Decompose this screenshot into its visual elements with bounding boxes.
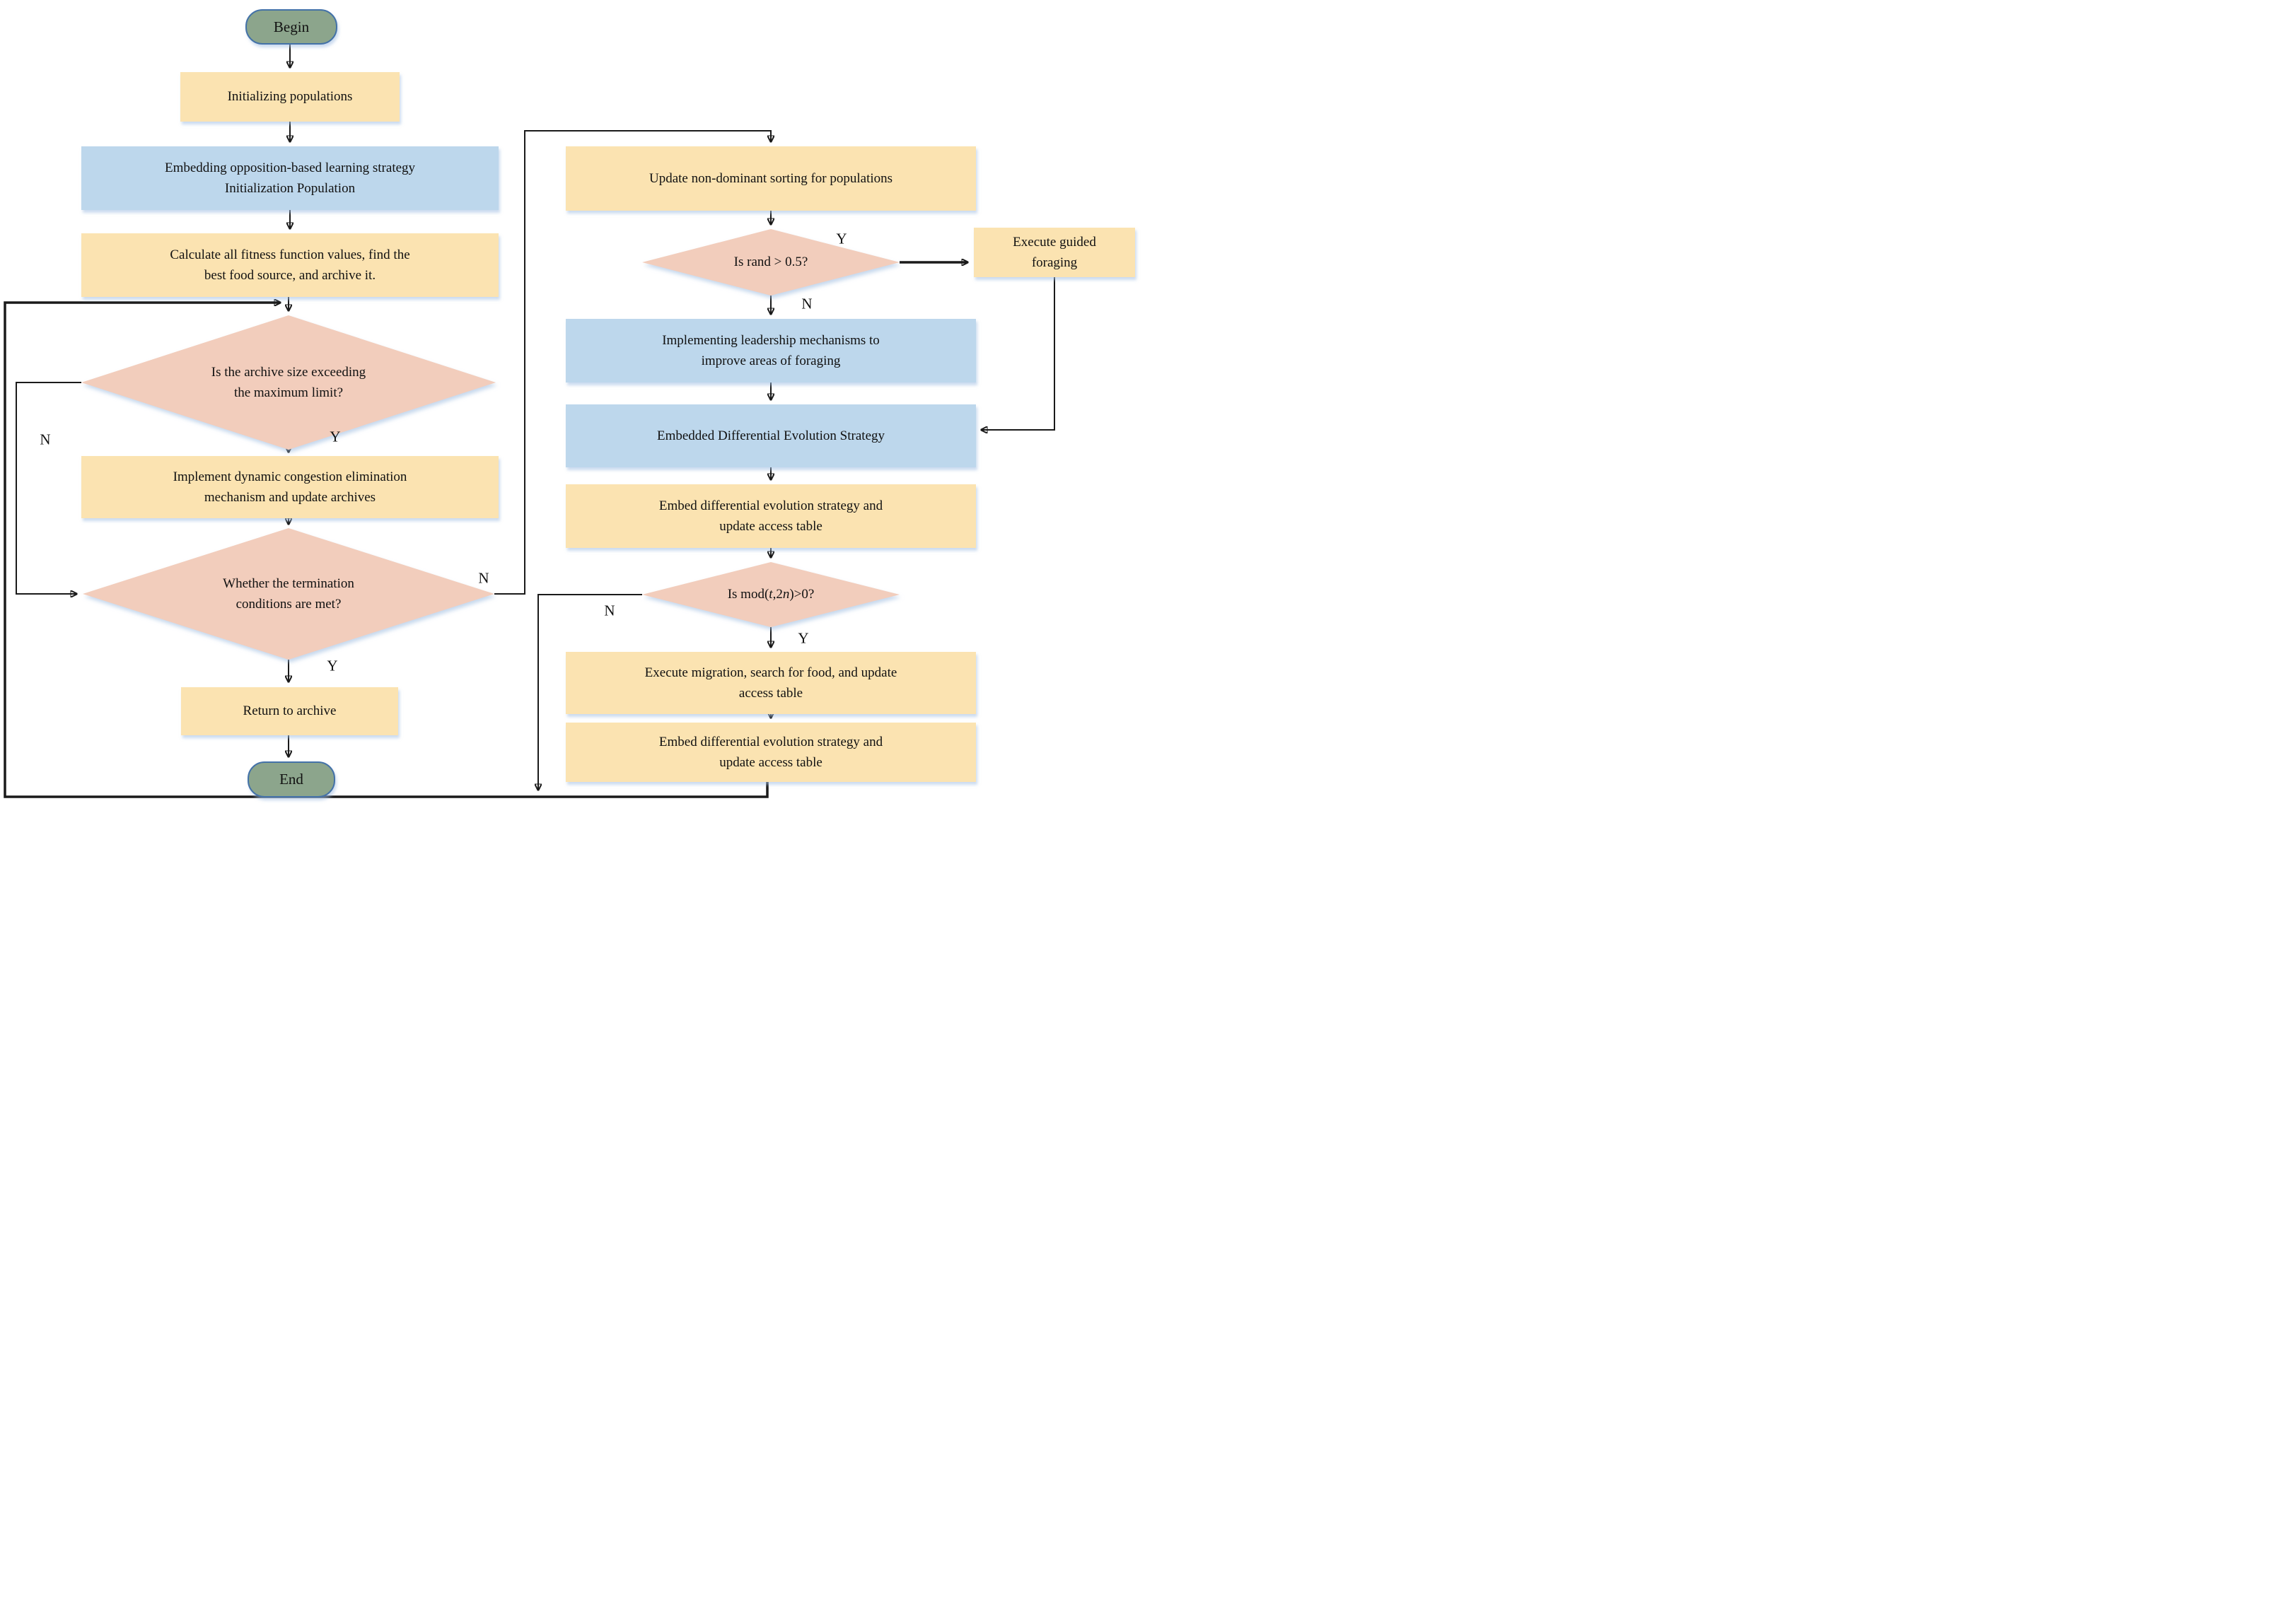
opposition-learning-step: Embedding opposition-based learning stra… xyxy=(81,146,499,210)
end-terminal: End xyxy=(248,761,335,798)
embed-de-update-step-1: Embed differential evolution strategy an… xyxy=(566,484,976,548)
edge-mod-no xyxy=(538,594,642,790)
init-populations-step: Initializing populations xyxy=(180,72,400,122)
edge-loop-feedback xyxy=(4,303,769,798)
flowchart-canvas: Begin Initializing populations Embedding… xyxy=(0,0,1142,812)
rand-yes-label: Y xyxy=(836,230,847,247)
archive-size-decision: Is the archive size exceeding the maximu… xyxy=(81,315,496,450)
congestion-elimination-step: Implement dynamic congestion elimination… xyxy=(81,456,499,518)
termination-decision: Whether the termination conditions are m… xyxy=(83,528,494,660)
termination-no-label: N xyxy=(478,569,489,587)
execute-guided-foraging-step: Execute guided foraging xyxy=(974,228,1135,277)
leadership-mechanisms-step: Implementing leadership mechanisms to im… xyxy=(566,319,976,382)
begin-terminal: Begin xyxy=(245,9,337,45)
rand-no-label: N xyxy=(801,295,813,312)
archive-size-decision-shape: Is the archive size exceeding the maximu… xyxy=(81,315,496,450)
termination-yes-label: Y xyxy=(327,657,338,674)
embedded-de-strategy-step: Embedded Differential Evolution Strategy xyxy=(566,404,976,467)
termination-decision-shape: Whether the termination conditions are m… xyxy=(83,528,494,660)
archive-yes-label: Y xyxy=(330,428,341,445)
edge-termination-no xyxy=(494,130,771,595)
embed-de-update-step-2: Embed differential evolution strategy an… xyxy=(566,723,976,782)
update-sorting-step: Update non-dominant sorting for populati… xyxy=(566,146,976,211)
execute-migration-step: Execute migration, search for food, and … xyxy=(566,652,976,714)
edge-archive-no xyxy=(16,382,81,594)
archive-no-label: N xyxy=(40,431,51,448)
mod-no-label: N xyxy=(604,602,615,619)
connector-layer xyxy=(4,42,1055,798)
mod-yes-label: Y xyxy=(798,629,809,647)
rand-decision: Is rand > 0.5? xyxy=(642,229,900,296)
calculate-fitness-step: Calculate all fitness function values, f… xyxy=(81,233,499,297)
edge-guided-destrategy xyxy=(982,277,1055,430)
rand-decision-shape: Is rand > 0.5? xyxy=(642,229,900,296)
return-archive-step: Return to archive xyxy=(181,687,398,735)
